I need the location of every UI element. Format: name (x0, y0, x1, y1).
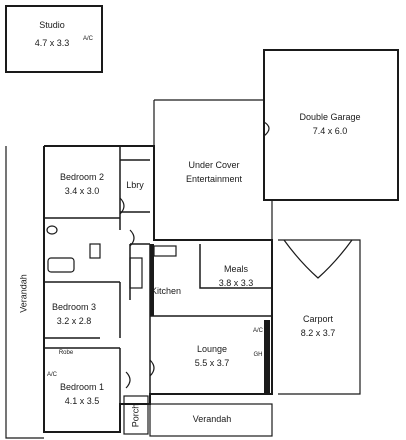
bedroom1-size: 4.1 x 3.5 (64, 396, 100, 406)
kitchen-name: Kitchen (150, 286, 182, 296)
bedroom2-size: 3.4 x 3.0 (64, 186, 100, 196)
bedroom2-name: Bedroom 2 (59, 172, 105, 182)
entertainment-outline (153, 99, 273, 240)
bath-icon (47, 257, 75, 273)
carport-door-icon (283, 239, 353, 279)
garage-outline (263, 49, 399, 201)
bedroom1-robe-label: Robe (58, 350, 74, 356)
meals-size: 3.8 x 3.3 (218, 278, 254, 288)
verandah-bottom-outline (149, 403, 273, 437)
kitchen-island (153, 245, 177, 257)
bedroom3-size: 3.2 x 2.8 (56, 316, 92, 326)
studio-outline (5, 5, 103, 73)
verandah-bottom-name: Verandah (192, 414, 232, 424)
verandah-left-outline (5, 146, 44, 439)
studio-size: 4.7 x 3.3 (34, 38, 70, 48)
kitchen-bench (129, 257, 143, 289)
lounge-name: Lounge (196, 344, 228, 354)
studio-ac-tag: A/C (82, 36, 94, 42)
library-name: Lbry (126, 180, 144, 190)
verandah-left-name: Verandah (18, 274, 29, 313)
porch-name: Porch (130, 403, 141, 428)
bedroom1-ac-tag: A/C (46, 372, 58, 378)
carport-size: 8.2 x 3.7 (300, 328, 336, 338)
door-arc-icon (119, 197, 155, 389)
porch-outline (123, 395, 149, 435)
dark-wall-block (150, 244, 270, 394)
lounge-gh-tag: GH (253, 352, 263, 358)
carport-name: Carport (302, 314, 334, 324)
garage-size: 7.4 x 6.0 (312, 126, 348, 136)
toilet-icon (89, 243, 101, 259)
carport-outline (278, 239, 361, 395)
basin-icon (46, 225, 58, 235)
lounge-size: 5.5 x 3.7 (194, 358, 230, 368)
garage-name: Double Garage (299, 112, 361, 122)
garage-door-icon (263, 121, 270, 137)
entertainment-line2: Entertainment (185, 174, 243, 184)
entertainment-line1: Under Cover (188, 160, 240, 170)
meals-name: Meals (223, 264, 249, 274)
bedroom3-name: Bedroom 3 (51, 302, 97, 312)
studio-name: Studio (39, 20, 65, 30)
bedroom1-name: Bedroom 1 (59, 382, 105, 392)
lounge-ac-tag: A/C (252, 328, 264, 334)
